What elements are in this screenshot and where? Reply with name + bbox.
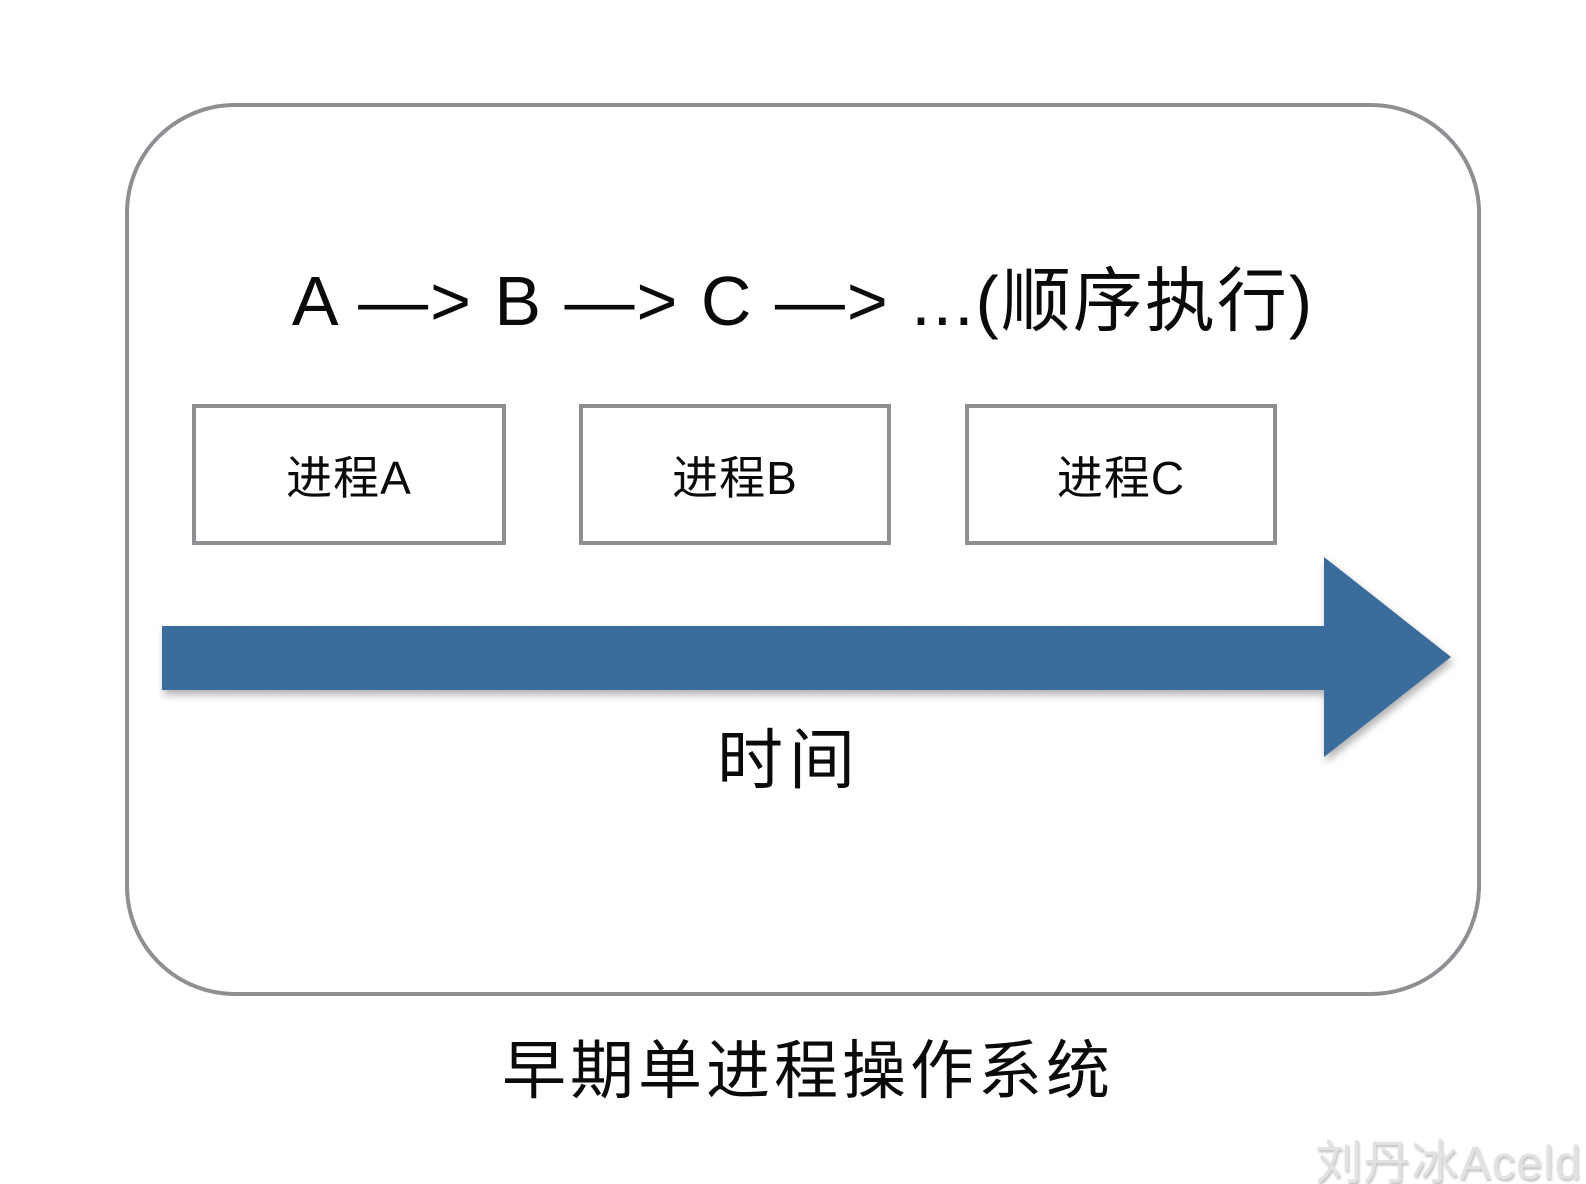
arrow-paper-texture — [162, 557, 1451, 757]
diagram-caption: 早期单进程操作系统 — [502, 1035, 1114, 1107]
process-a-label: 进程A — [286, 451, 412, 504]
sequence-execution-title: A —> B —> C —> ...(顺序执行) — [291, 262, 1315, 340]
process-c-label: 进程C — [1056, 451, 1186, 504]
os-boundary-box: A —> B —> C —> ...(顺序执行) 进程A 进程B 进程C 时间 — [125, 103, 1481, 996]
process-b-box: 进程B — [579, 404, 891, 545]
process-b-label: 进程B — [672, 451, 798, 504]
time-axis-label: 时间 — [717, 723, 861, 797]
process-c-box: 进程C — [965, 404, 1277, 545]
time-axis-right-arrow-icon — [162, 557, 1451, 757]
author-watermark: 刘丹冰Aceld — [1315, 1136, 1582, 1184]
process-a-box: 进程A — [192, 404, 506, 545]
